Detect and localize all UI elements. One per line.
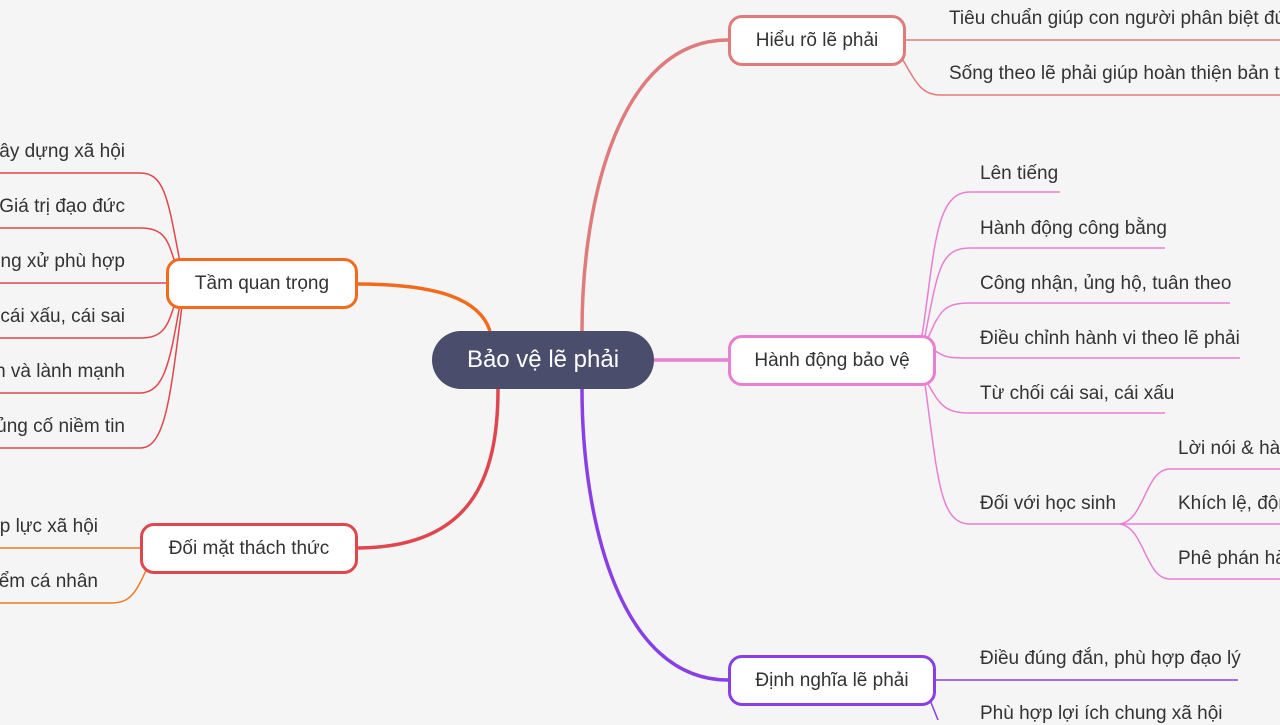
edge-tqt-6 [0, 305, 183, 449]
leaf-hieu-ro-2[interactable]: Sống theo lẽ phải giúp hoàn thiện bản th [949, 63, 1280, 84]
edge-hanh-dong-4 [933, 349, 1240, 359]
leaf-doi-mat-1[interactable]: Áp lực xã hội [0, 516, 98, 537]
leaf-dinh-nghia-1[interactable]: Điều đúng đắn, phù hợp đạo lý [980, 648, 1241, 669]
edge-tqt-2 [0, 227, 177, 267]
branch-hieu-ro-label: Hiểu rõ lẽ phải [755, 29, 879, 51]
edge-root-dinh-nghia [580, 388, 729, 682]
edge-hanh-dong-2 [924, 247, 1165, 337]
edge-hanh-dong-5 [927, 383, 1165, 414]
leaf-tqt-6[interactable]: ủng cố niềm tin [0, 416, 125, 437]
root-topic-label: Bảo vệ lẽ phải [466, 346, 620, 373]
leaf-hanh-dong-6[interactable]: Đối với học sinh [980, 493, 1117, 514]
edge-root-doi-mat [355, 388, 500, 550]
edge-root-hieu-ro [580, 38, 729, 332]
branch-doi-mat[interactable]: Đối mặt thách thức [140, 523, 358, 574]
leaf-hoc-sinh-1[interactable]: Lời nói & hàn [1178, 438, 1280, 459]
branch-dinh-nghia[interactable]: Định nghĩa lẽ phải [728, 655, 936, 706]
leaf-hanh-dong-3[interactable]: Công nhận, ủng hộ, tuân theo [980, 273, 1232, 294]
branch-dinh-nghia-label: Định nghĩa lẽ phải [755, 669, 909, 691]
leaf-tqt-2[interactable]: Giá trị đạo đức [0, 196, 125, 217]
branch-hieu-ro[interactable]: Hiểu rõ lẽ phải [728, 15, 906, 66]
leaf-hoc-sinh-2[interactable]: Khích lệ, độn [1178, 493, 1280, 514]
branch-tam-quan-trong-label: Tầm quan trọng [194, 272, 330, 294]
leaf-hanh-dong-4[interactable]: Điều chỉnh hành vi theo lẽ phải [980, 328, 1240, 349]
leaf-hanh-dong-5[interactable]: Từ chối cái sai, cái xấu [980, 383, 1175, 404]
edge-hanh-dong-1 [921, 191, 1060, 337]
edge-tqt-4 [0, 299, 177, 339]
root-topic[interactable]: Bảo vệ lẽ phải [432, 331, 654, 389]
leaf-hanh-dong-1[interactable]: Lên tiếng [980, 163, 1059, 184]
branch-tam-quan-trong[interactable]: Tầm quan trọng [166, 258, 358, 309]
leaf-hanh-dong-2[interactable]: Hành động công bằng [980, 218, 1167, 239]
edge-tqt-5 [0, 303, 181, 394]
edge-doi-mat-2 [0, 565, 149, 604]
edge-hanh-dong-6 [924, 383, 1120, 525]
edge-dinh-nghia-2 [929, 699, 939, 720]
leaf-hieu-ro-1[interactable]: Tiêu chuẩn giúp con người phân biệt đú [949, 8, 1280, 29]
leaf-tqt-3[interactable]: ứng xử phù hợp [0, 251, 125, 272]
leaf-tqt-4[interactable]: i cái xấu, cái sai [0, 306, 125, 327]
leaf-tqt-5[interactable]: n và lành mạnh [0, 361, 125, 382]
edge-hieu-ro-2 [899, 54, 1280, 96]
edge-hoc-sinh-1 [1119, 468, 1280, 525]
leaf-dinh-nghia-2[interactable]: Phù hợp lợi ích chung xã hội [980, 703, 1223, 724]
branch-doi-mat-label: Đối mặt thách thức [168, 537, 330, 559]
edge-hoc-sinh-3 [1119, 523, 1280, 580]
branch-hanh-dong[interactable]: Hành động bảo vệ [728, 335, 936, 386]
leaf-tqt-1[interactable]: Xây dựng xã hội [0, 141, 125, 162]
edge-tqt-1 [0, 172, 181, 263]
edge-hanh-dong-3 [927, 302, 1230, 339]
leaf-hoc-sinh-3[interactable]: Phê phán hà [1178, 548, 1280, 569]
edge-root-tam-quan-trong [355, 282, 492, 332]
branch-hanh-dong-label: Hành động bảo vệ [754, 349, 910, 371]
leaf-doi-mat-2[interactable]: ểm cá nhân [0, 571, 98, 592]
